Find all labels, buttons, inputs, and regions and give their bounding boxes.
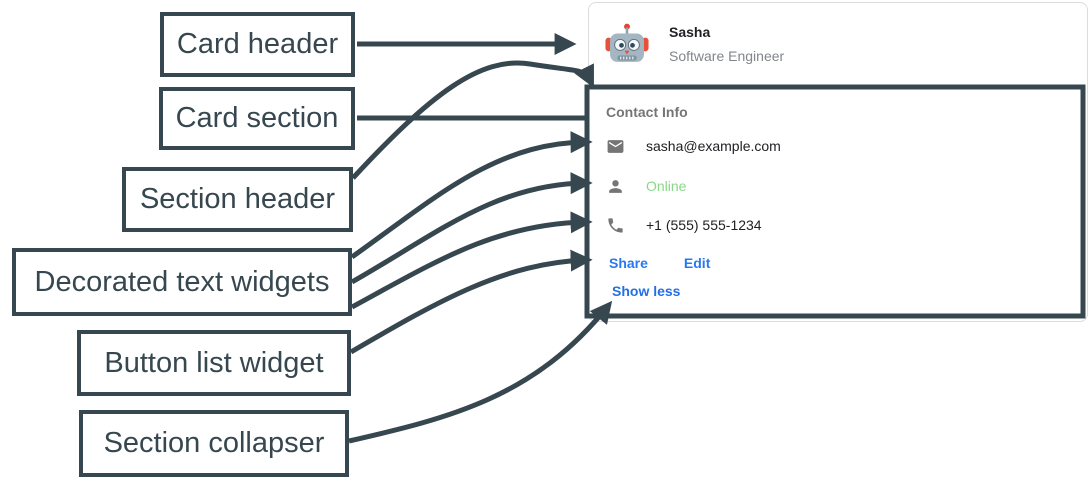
arrow-decorated-text-3 xyxy=(350,211,593,310)
label-card-section: Card section xyxy=(159,87,355,150)
arrow-decorated-text-1 xyxy=(350,131,593,260)
phone-text: +1 (555) 555-1234 xyxy=(646,217,762,233)
user-name: Sasha xyxy=(669,24,711,40)
arrow-button-list xyxy=(349,249,593,355)
card-header: Sasha Software Engineer xyxy=(589,3,1087,85)
label-button-list-widget: Button list widget xyxy=(77,330,351,396)
decorated-text-phone: +1 (555) 555-1234 xyxy=(606,214,762,236)
section-collapser-button[interactable]: Show less xyxy=(612,283,681,299)
label-decorated-text-widgets: Decorated text widgets xyxy=(12,248,352,316)
robot-avatar-icon xyxy=(605,23,649,62)
status-text: Online xyxy=(646,178,687,194)
label-card-header: Card header xyxy=(160,12,355,77)
email-icon xyxy=(607,139,624,153)
arrow-decorated-text-2 xyxy=(350,172,593,285)
decorated-text-status: Online xyxy=(606,175,686,197)
share-button[interactable]: Share xyxy=(609,255,648,271)
button-list-widget: Share Edit xyxy=(609,255,710,271)
edit-button[interactable]: Edit xyxy=(683,255,711,271)
label-section-collapser: Section collapser xyxy=(79,410,349,477)
decorated-text-email: sasha@example.com xyxy=(606,135,781,157)
arrow-section-header xyxy=(351,60,594,180)
section-header-title: Contact Info xyxy=(606,104,688,120)
label-section-header: Section header xyxy=(122,167,353,232)
user-role: Software Engineer xyxy=(669,48,785,64)
email-text: sasha@example.com xyxy=(646,138,781,154)
arrow-section-collapser xyxy=(348,300,613,444)
person-icon xyxy=(609,179,622,193)
contact-card: Sasha Software Engineer Contact Info sas… xyxy=(588,2,1088,322)
phone-icon xyxy=(608,217,623,233)
